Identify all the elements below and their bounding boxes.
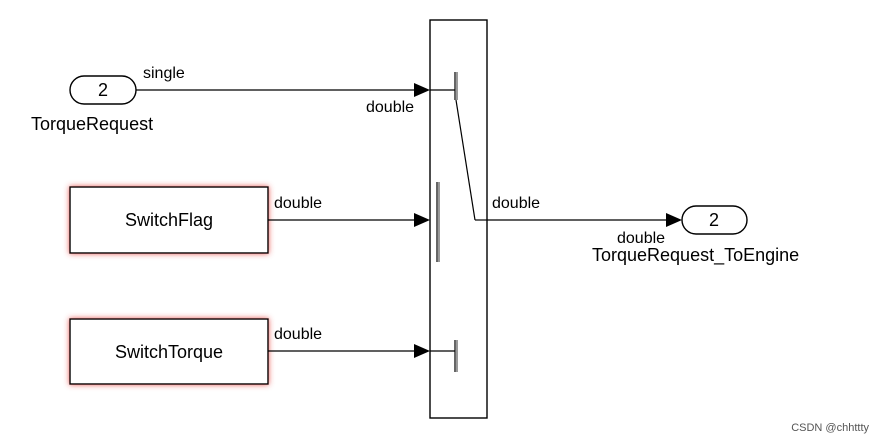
from-block-switch-flag[interactable]: SwitchFlag (69, 186, 269, 254)
from-block-shape (69, 186, 269, 254)
signal-switch-flag[interactable] (268, 213, 430, 227)
signal-label-torque: double (274, 326, 322, 343)
outport-torque-request-to-engine[interactable]: 2 (681, 205, 748, 235)
switch-block[interactable] (429, 19, 488, 419)
switch-arm (455, 99, 476, 221)
watermark: CSDN @chhttty (791, 422, 869, 434)
signal-label-out-dst: double (617, 230, 665, 247)
inport-name: TorqueRequest (31, 114, 153, 134)
from-block-shape (69, 318, 269, 385)
outport-shape (681, 205, 748, 235)
from-block-label: SwitchTorque (115, 342, 223, 362)
signal-torque-out[interactable] (487, 213, 682, 227)
switch-block-frame (429, 19, 488, 419)
arrow-head (666, 213, 682, 227)
inport-torque-request[interactable]: 2 (69, 75, 137, 105)
from-block-switch-torque[interactable]: SwitchTorque (69, 318, 269, 385)
signal-label-double-in: double (366, 99, 414, 116)
signal-label-out-src: double (492, 195, 540, 212)
signal-label-single: single (143, 65, 185, 82)
arrow-head (414, 83, 430, 97)
signal-label-flag: double (274, 195, 322, 212)
signal-torque-request[interactable] (136, 83, 430, 97)
outport-name: TorqueRequest_ToEngine (592, 245, 799, 266)
signal-switch-torque[interactable] (268, 344, 430, 358)
from-block-label: SwitchFlag (125, 210, 213, 230)
arrow-head (414, 344, 430, 358)
inport-number: 2 (98, 80, 108, 100)
outport-number: 2 (709, 210, 719, 230)
arrow-head (414, 213, 430, 227)
